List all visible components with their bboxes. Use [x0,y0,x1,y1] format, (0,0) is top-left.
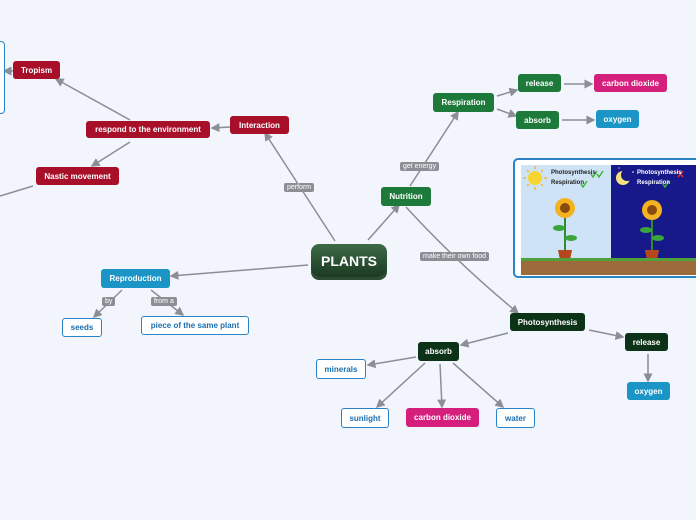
day-respiration-label: Respiration [551,180,585,186]
link-absorb-minerals [366,356,417,369]
label-make-food: make their own food [420,252,490,261]
node-absorb-respiration[interactable]: absorb [516,111,559,129]
link-photosynthesis-release [588,329,625,340]
link-nutrition-respiration [409,110,459,187]
node-reproduction[interactable]: Reproduction [101,269,170,288]
link-absorb-co2 [437,363,447,409]
node-carbon-dioxide-respiration[interactable]: carbon dioxide [594,74,667,92]
link-respiration-release [496,87,519,97]
node-absorb-photosynthesis[interactable]: absorb [418,342,459,361]
sun-icon [523,166,547,190]
night-respiration-label: Respiration [637,180,671,186]
node-piece-of-same-plant[interactable]: piece of the same plant [141,316,249,335]
offscreen-node-fragment [0,41,5,114]
link-respond-nastic [90,141,131,167]
link-interaction-respond [210,123,231,133]
node-oxygen-photosynthesis[interactable]: oxygen [627,382,670,400]
link-absorb-water [452,362,505,408]
link-root-nutrition [367,203,400,241]
node-release-respiration[interactable]: release [518,74,561,92]
label-from-a: from a [151,297,177,306]
day-night-illustration[interactable]: Photosynthesis Respiration Photosynthesi… [513,158,696,278]
node-interaction[interactable]: Interaction [230,116,289,134]
cross-icon [677,170,684,178]
day-photosynthesis-label: Photosynthesis [551,170,596,176]
moon-icon [616,167,634,185]
node-carbon-dioxide-photosynthesis[interactable]: carbon dioxide [406,408,479,427]
label-get-energy: get energy [400,162,440,171]
node-release-photosynthesis[interactable]: release [625,333,668,351]
sunflower-day-icon [553,198,577,260]
node-tropism[interactable]: Tropism [13,61,60,79]
label-perform: perform [284,183,315,192]
node-water[interactable]: water [496,408,535,428]
label-by: by [102,297,116,306]
link-nutrition-photosynthesis [405,206,520,314]
node-nastic-movement[interactable]: Nastic movement [36,167,119,185]
link-respond-tropism [54,78,131,121]
sunflower-night-icon [640,200,664,260]
node-sunlight[interactable]: sunlight [341,408,389,428]
node-minerals[interactable]: minerals [316,359,366,379]
node-respiration[interactable]: Respiration [433,93,494,112]
node-respond-to-environment[interactable]: respond to the environment [86,121,210,138]
node-oxygen-respiration[interactable]: oxygen [596,110,639,128]
link-root-reproduction [169,264,309,280]
node-seeds[interactable]: seeds [62,318,102,337]
link-respiration-absorb [496,108,518,118]
link-absorb-sunlight [375,362,426,409]
link-photosynthesis-absorb [459,332,509,348]
node-photosynthesis[interactable]: Photosynthesis [510,313,585,331]
node-nutrition[interactable]: Nutrition [381,187,431,206]
day-night-drawing [521,165,696,275]
night-photosynthesis-label: Photosynthesis [637,170,682,176]
check-icons [580,170,670,189]
link-nastic-left [0,185,34,197]
root-node-plants[interactable]: PLANTS [311,244,387,277]
